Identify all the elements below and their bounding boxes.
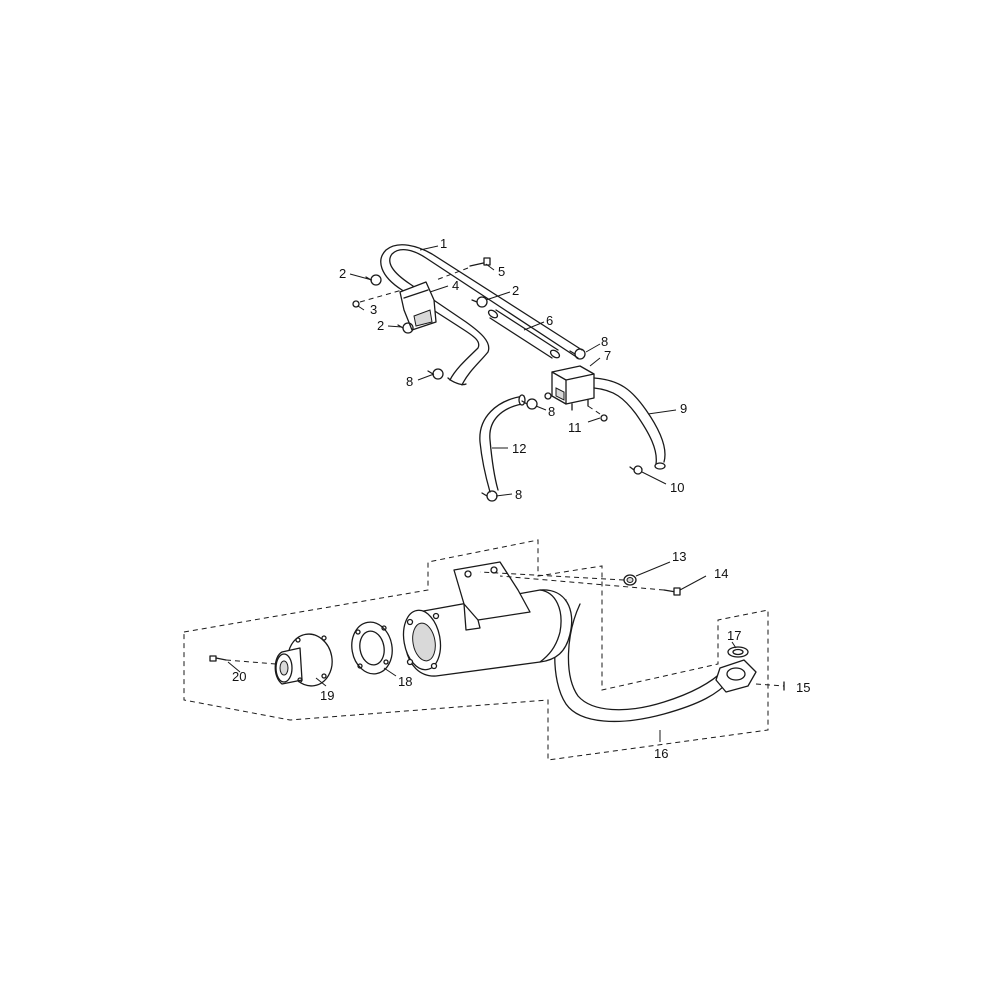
part-20-screw bbox=[209, 655, 277, 665]
part-11-nut bbox=[587, 405, 608, 422]
callout-labels: 1 2 3 4 5 2 2 6 7 8 8 8 9 10 11 12 8 13 … bbox=[232, 236, 810, 761]
callout-5: 5 bbox=[498, 264, 505, 279]
callout-8-a: 8 bbox=[601, 334, 608, 349]
part-1-air-tube bbox=[380, 244, 583, 386]
clamp-8-d bbox=[481, 490, 498, 502]
part-13-grommet bbox=[479, 571, 637, 586]
part-6-hose bbox=[487, 309, 561, 359]
callout-14: 14 bbox=[714, 566, 728, 581]
callout-2-b: 2 bbox=[512, 283, 519, 298]
callout-19: 19 bbox=[320, 688, 334, 703]
callout-20: 20 bbox=[232, 669, 246, 684]
part-16-exhaust-pipe bbox=[554, 599, 731, 722]
clamp-10 bbox=[629, 465, 643, 475]
callout-10: 10 bbox=[670, 480, 684, 495]
clamp-2-b bbox=[471, 296, 488, 308]
callout-18: 18 bbox=[398, 674, 412, 689]
callout-2-a: 2 bbox=[339, 266, 346, 281]
part-17-gasket bbox=[727, 646, 749, 658]
lower-assembly bbox=[183, 539, 785, 761]
part-18-gasket bbox=[351, 621, 393, 675]
part-7-valve-block bbox=[544, 365, 595, 411]
clamp-8-b bbox=[569, 348, 586, 360]
callout-6: 6 bbox=[546, 313, 553, 328]
callout-15: 15 bbox=[796, 680, 810, 695]
callout-12: 12 bbox=[512, 441, 526, 456]
callout-7: 7 bbox=[604, 348, 611, 363]
part-4-valve-body bbox=[399, 281, 437, 331]
callout-3: 3 bbox=[370, 302, 377, 317]
callout-2-c: 2 bbox=[377, 318, 384, 333]
callout-11: 11 bbox=[568, 420, 582, 435]
clamp-8-a bbox=[427, 368, 444, 380]
callout-13: 13 bbox=[672, 549, 686, 564]
callout-9: 9 bbox=[680, 401, 687, 416]
callout-8-c: 8 bbox=[548, 404, 555, 419]
part-3-screw bbox=[352, 289, 403, 308]
callout-8-b: 8 bbox=[406, 374, 413, 389]
upper-assembly bbox=[349, 244, 677, 502]
part-9-hose bbox=[593, 377, 666, 470]
part-19-end-cap bbox=[274, 633, 333, 687]
part-15-flange bbox=[715, 659, 785, 693]
callout-17: 17 bbox=[727, 628, 741, 643]
callout-4: 4 bbox=[452, 278, 459, 293]
clamp-8-c bbox=[521, 398, 538, 410]
callout-1: 1 bbox=[440, 236, 447, 251]
callout-16: 16 bbox=[654, 746, 668, 761]
callout-8-d: 8 bbox=[515, 487, 522, 502]
clamp-2-a bbox=[365, 274, 382, 286]
muffler-body bbox=[402, 561, 573, 677]
part-14-bolt bbox=[499, 575, 681, 596]
